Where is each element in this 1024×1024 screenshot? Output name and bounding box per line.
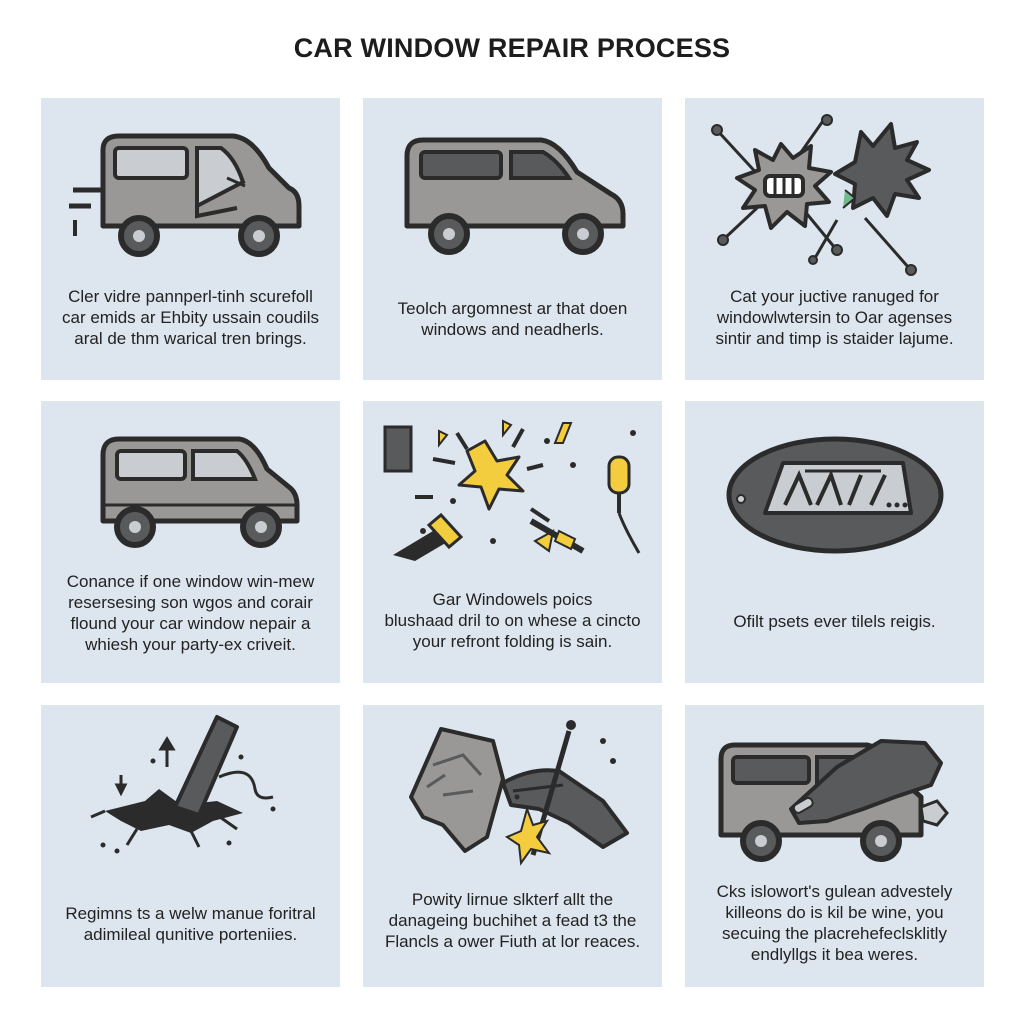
van-hand-wipe-icon <box>718 739 949 862</box>
step-caption-3: Cat your juctive ranuged for windowlwter… <box>715 287 954 348</box>
step-card-9: Cks islowort's gulean advestely killeons… <box>685 705 984 987</box>
step-caption-2: Teolch argomnest ar that doen windows an… <box>397 299 628 339</box>
hand-applying-resin-icon <box>409 720 629 866</box>
shattered-glass-icon <box>711 114 931 276</box>
step-card-3: Cat your juctive ranuged for windowlwter… <box>685 98 984 380</box>
page-title: CAR WINDOW REPAIR PROCESS <box>293 33 731 63</box>
step-caption-1: Cler vidre pannperl-tinh scurefoll car e… <box>61 287 319 348</box>
van-icon <box>100 436 300 548</box>
step-card-5: Gar Windowels poics blushaad dril to on … <box>363 401 662 683</box>
impact-crack-icon <box>90 715 276 854</box>
step-caption-4: Conance if one window win-mew resersesin… <box>66 572 315 654</box>
step-card-6: Ofilt psets ever tilels reigis. <box>685 401 984 683</box>
van-icon <box>404 137 626 255</box>
van-door-open-icon <box>69 133 302 257</box>
step-card-7: Regimns ts a welw manue foritral adimile… <box>41 705 340 987</box>
sparks-tools-icon <box>383 419 641 561</box>
step-caption-7: Regimns ts a welw manue foritral adimile… <box>65 904 316 944</box>
step-caption-5: Gar Windowels poics blushaad dril to on … <box>384 590 641 651</box>
step-card-2: Teolch argomnest ar that doen windows an… <box>363 98 662 380</box>
step-card-1: Cler vidre pannperl-tinh scurefoll car e… <box>41 98 340 380</box>
step-caption-6: Ofilt psets ever tilels reigis. <box>733 612 936 631</box>
step-caption-8: Powity lirnue slkterf allt the danageing… <box>384 890 641 951</box>
step-card-4: Conance if one window win-mew resersesin… <box>41 401 340 683</box>
windshield-badge-icon <box>726 436 944 554</box>
step-card-8: Powity lirnue slkterf allt the danageing… <box>363 705 662 987</box>
step-caption-9: Cks islowort's gulean advestely killeons… <box>716 882 953 964</box>
